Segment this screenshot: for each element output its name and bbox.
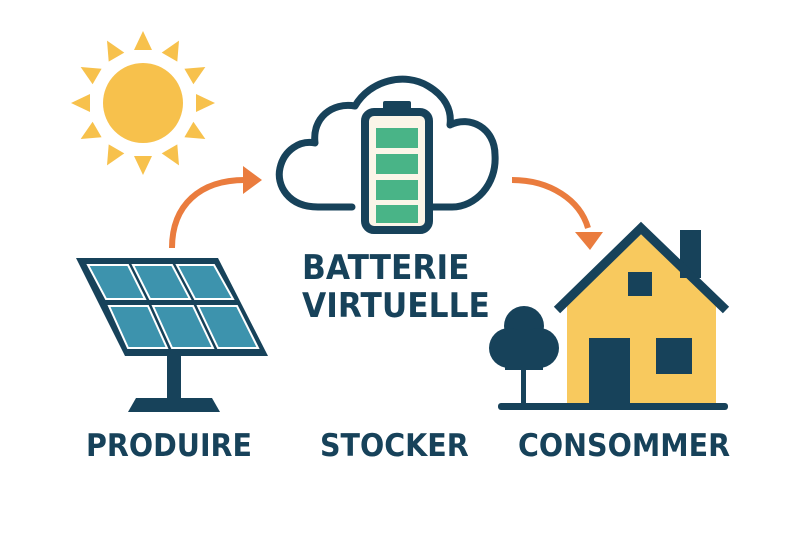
title-line-2: VIRTUELLE xyxy=(302,286,490,326)
step-label-consommer: CONSOMMER xyxy=(518,428,731,464)
step-label-stocker: STOCKER xyxy=(320,428,469,464)
arrow-store-to-consume xyxy=(511,177,603,250)
diagram-title: BATTERIE VIRTUELLE xyxy=(302,249,490,325)
step-label-produire: PRODUIRE xyxy=(86,428,253,464)
tree-icon xyxy=(489,306,559,407)
title-line-1: BATTERIE xyxy=(302,248,470,288)
solar-panel-icon xyxy=(76,258,268,412)
arrow-produce-to-store xyxy=(169,166,262,249)
sun-icon xyxy=(71,31,215,175)
cloud-battery-icon xyxy=(275,75,499,234)
house-icon xyxy=(498,221,730,410)
